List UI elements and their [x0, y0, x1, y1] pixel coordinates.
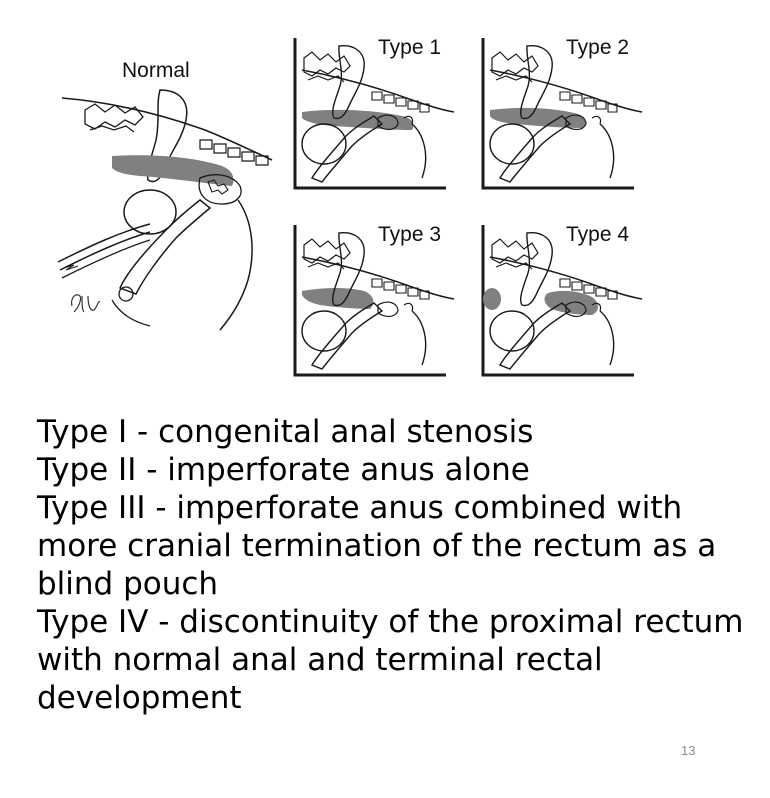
panel-type2: Type 2: [483, 36, 642, 188]
anorectal-atresia-figure: Normal Type 1: [0, 0, 770, 400]
type-descriptions: Type I - congenital anal stenosis Type I…: [37, 413, 762, 717]
text-line: blind pouch: [37, 565, 762, 603]
text-line: with normal anal and terminal rectal: [37, 641, 762, 679]
panel-type4: Type 4: [483, 223, 642, 375]
panel-label-type3: Type 3: [378, 223, 441, 246]
slide-number: 13: [681, 743, 695, 758]
panel-normal: Normal: [58, 59, 272, 330]
text-line: development: [37, 679, 762, 717]
text-line: Type IV - discontinuity of the proximal …: [37, 603, 762, 641]
text-line: Type III - imperforate anus combined wit…: [37, 489, 762, 527]
panel-label-normal: Normal: [122, 59, 190, 82]
panel-label-type2: Type 2: [566, 36, 629, 59]
text-line: more cranial termination of the rectum a…: [37, 527, 762, 565]
text-line: Type II - imperforate anus alone: [37, 451, 762, 489]
panel-type1: Type 1: [295, 36, 454, 188]
panel-label-type1: Type 1: [378, 36, 441, 59]
signature-mark: [72, 295, 100, 312]
panel-label-type4: Type 4: [566, 223, 629, 246]
text-line: Type I - congenital anal stenosis: [37, 413, 762, 451]
panel-type3: Type 3: [295, 223, 454, 375]
